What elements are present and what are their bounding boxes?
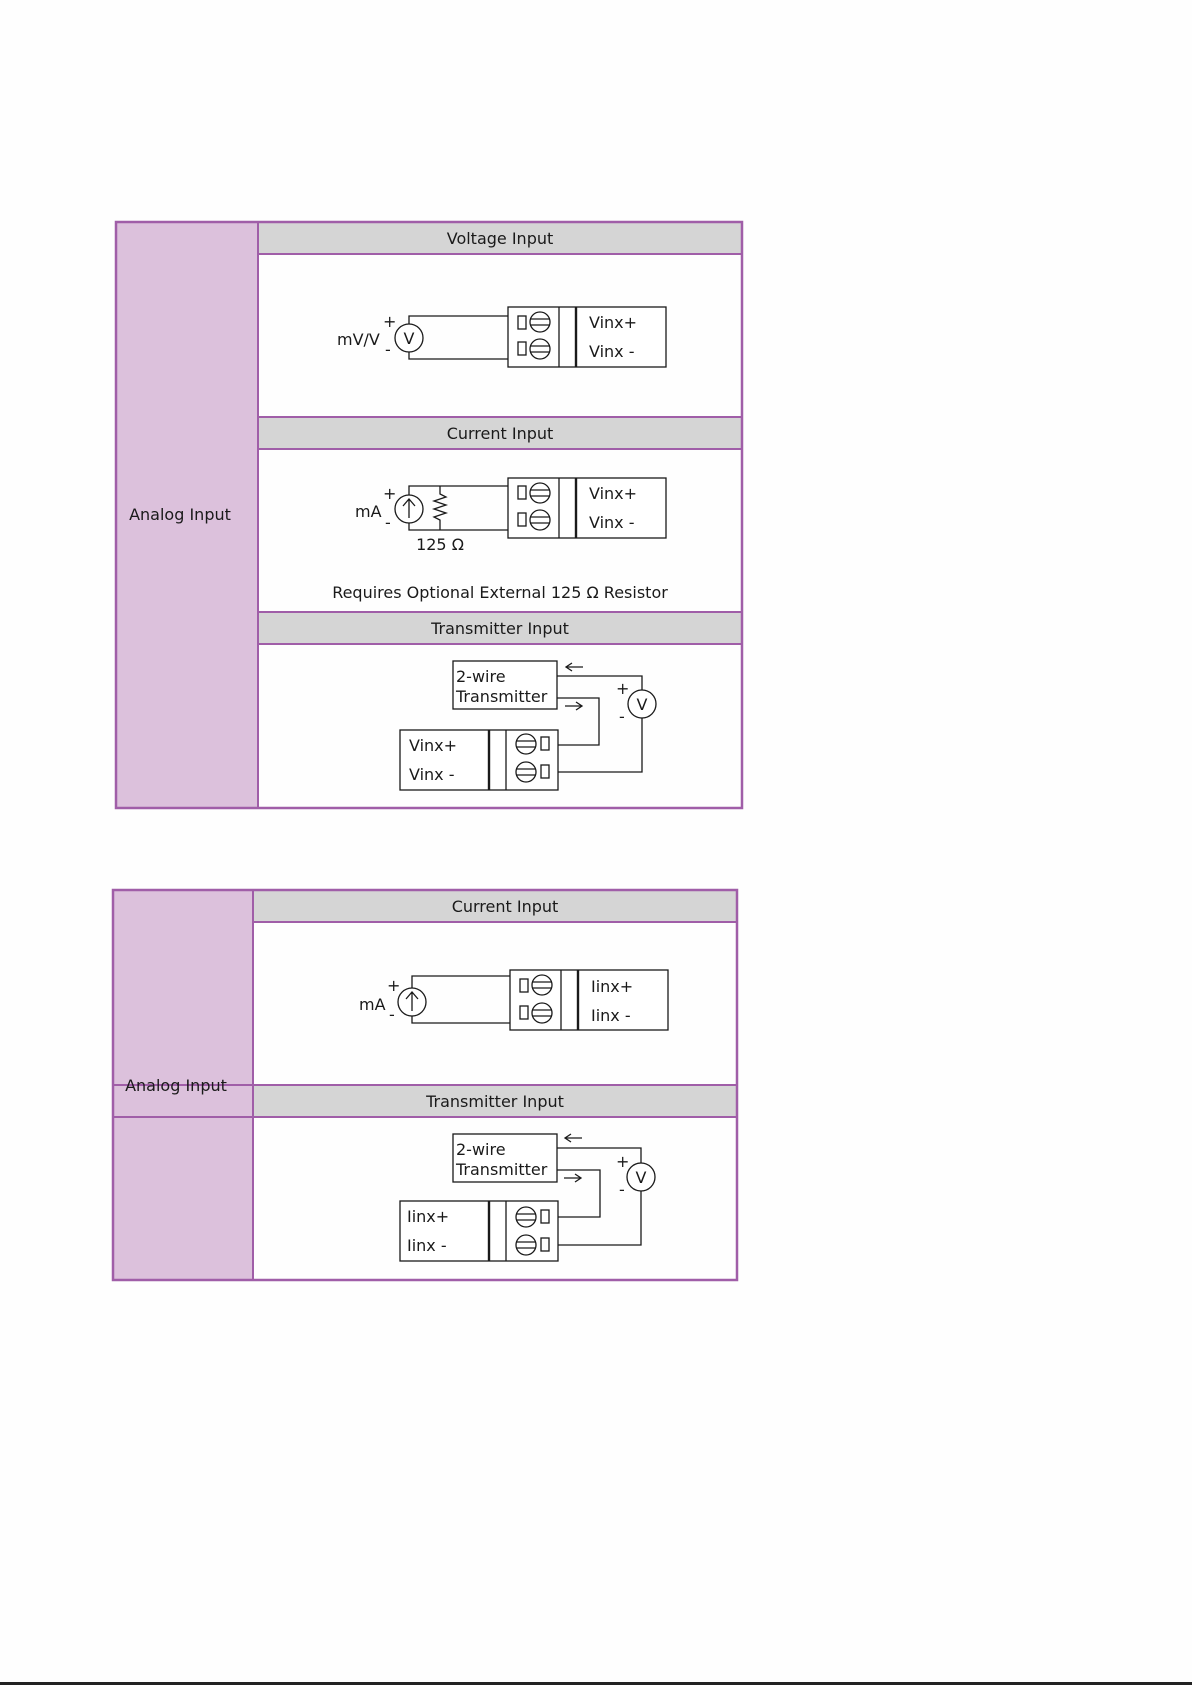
resistor-note: Requires Optional External 125 Ω Resisto… — [332, 583, 668, 602]
terminal-label-pos: Iinx+ — [591, 977, 633, 996]
section-header-transmitter: Transmitter Input — [425, 1092, 564, 1111]
source-label: mA — [359, 995, 386, 1014]
svg-text:+: + — [383, 312, 396, 331]
transmitter-circuit: 2-wire Transmitter V + - Iinx+ Iinx - — [400, 1134, 655, 1261]
svg-text:V: V — [636, 1168, 647, 1187]
arrow-left-icon — [565, 1134, 582, 1142]
arrow-right-icon — [564, 1174, 581, 1182]
terminal-label-pos: Iinx+ — [407, 1207, 449, 1226]
svg-text:+: + — [383, 484, 396, 503]
screw-icon — [532, 975, 552, 995]
side-label: Analog Input — [129, 505, 231, 524]
screw-icon — [530, 510, 550, 530]
svg-text:-: - — [619, 707, 625, 726]
wiring-panel-voltage-current: Analog Input Voltage Input Current Input… — [0, 0, 1192, 820]
screw-icon — [516, 734, 536, 754]
section-header-voltage: Voltage Input — [447, 229, 554, 248]
current-circuit: mA + - 125 Ω Vinx+ Vinx - Requires Optio… — [332, 478, 668, 602]
svg-text:-: - — [389, 1005, 395, 1024]
svg-text:V: V — [637, 695, 648, 714]
arrow-left-icon — [566, 663, 583, 671]
transmitter-circuit: 2-wire Transmitter V + - Vinx+ Vinx - — [400, 661, 656, 790]
screw-icon — [516, 1235, 536, 1255]
resistor-label: 125 Ω — [416, 535, 464, 554]
resistor-symbol — [434, 486, 446, 530]
voltage-circuit: V mV/V + - Vinx+ Vinx - — [337, 307, 666, 367]
terminal-label-neg: Vinx - — [409, 765, 455, 784]
svg-text:-: - — [385, 340, 391, 359]
terminal-label-pos: Vinx+ — [589, 484, 637, 503]
section-header-transmitter: Transmitter Input — [430, 619, 569, 638]
svg-text:2-wire: 2-wire — [456, 1140, 506, 1159]
svg-text:+: + — [616, 679, 629, 698]
screw-icon — [530, 312, 550, 332]
terminal-label-pos: Vinx+ — [409, 736, 457, 755]
side-label: Analog Input — [125, 1076, 227, 1095]
svg-text:Transmitter: Transmitter — [455, 1160, 548, 1179]
screw-icon — [530, 483, 550, 503]
source-label: mV/V — [337, 330, 380, 349]
screw-icon — [516, 762, 536, 782]
wiring-panel-current: Analog Input Current Input Transmitter I… — [0, 860, 1192, 1300]
source-label: mA — [355, 502, 382, 521]
screw-icon — [530, 339, 550, 359]
section-header-current: Current Input — [447, 424, 554, 443]
current-circuit: mA + - Iinx+ Iinx - — [359, 970, 668, 1030]
svg-text:V: V — [404, 329, 415, 348]
svg-text:-: - — [385, 513, 391, 532]
terminal-label-neg: Iinx - — [407, 1236, 447, 1255]
screw-icon — [516, 1207, 536, 1227]
terminal-label-neg: Vinx - — [589, 513, 635, 532]
terminal-label-neg: Iinx - — [591, 1006, 631, 1025]
terminal-label-pos: Vinx+ — [589, 313, 637, 332]
terminal-label-neg: Vinx - — [589, 342, 635, 361]
svg-text:2-wire: 2-wire — [456, 667, 506, 686]
arrow-right-icon — [565, 702, 582, 710]
section-header-current: Current Input — [452, 897, 559, 916]
svg-text:-: - — [619, 1180, 625, 1199]
svg-text:Transmitter: Transmitter — [455, 687, 548, 706]
svg-text:+: + — [387, 976, 400, 995]
screw-icon — [532, 1003, 552, 1023]
svg-text:+: + — [616, 1152, 629, 1171]
